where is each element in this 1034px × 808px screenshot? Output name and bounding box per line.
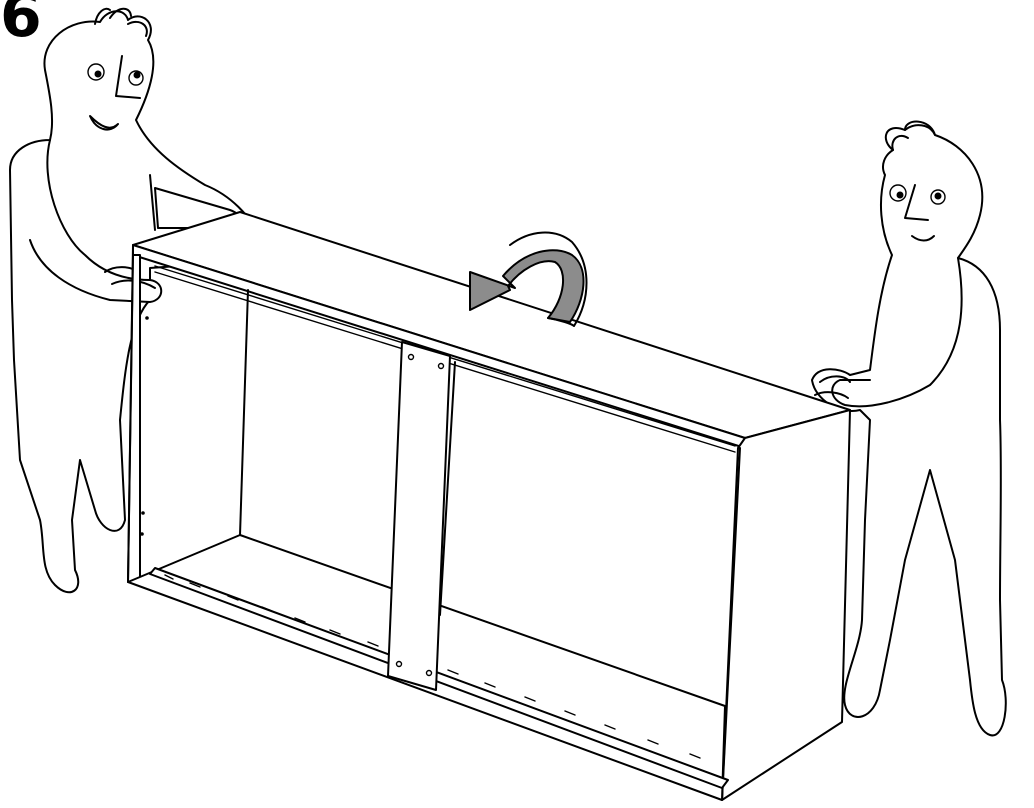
cabinet-top-panel (133, 212, 850, 438)
cabinet-right-side (722, 410, 850, 800)
left-person-eye (95, 71, 102, 78)
